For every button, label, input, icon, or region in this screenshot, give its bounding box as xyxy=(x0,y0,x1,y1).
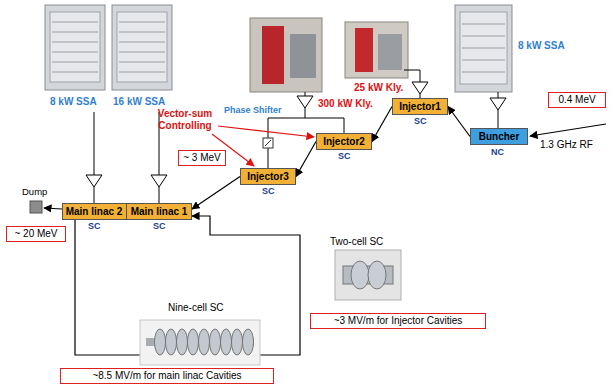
beam-connector xyxy=(192,177,240,210)
beam-connector xyxy=(372,107,392,142)
rf-feed-line xyxy=(159,187,160,203)
node-text: ~3 MV/m for Injector Cavities xyxy=(334,316,463,326)
cavity-cell xyxy=(199,329,210,355)
rf-feed-line xyxy=(305,92,306,96)
annotation-label: 8 kW SSA xyxy=(50,96,97,108)
beam-connector xyxy=(296,142,316,177)
annotation-label: SC xyxy=(338,151,351,161)
cavity-cell xyxy=(221,329,232,355)
rf-input-arrow xyxy=(530,124,606,136)
cavity-cell xyxy=(243,329,254,355)
annotation-label: SC xyxy=(153,221,166,231)
node-text: Injector2 xyxy=(323,137,365,147)
rf-feed-line xyxy=(498,92,499,98)
amplifier-symbol xyxy=(412,82,428,94)
amplifier-symbol xyxy=(151,175,167,187)
annotation-label: SC xyxy=(88,221,101,231)
two-cell-cavity-photo xyxy=(335,250,401,300)
beam-connector xyxy=(448,107,470,137)
annotation-label: SC xyxy=(262,186,275,196)
ssa-rack-photo xyxy=(45,5,105,90)
ssa-rack-photo xyxy=(112,5,172,90)
energy-box: ~ 20 MeV xyxy=(6,226,66,242)
nine-cell-cavity-photo xyxy=(140,320,260,365)
rf-feed-line xyxy=(498,110,499,128)
cavity-cell xyxy=(351,261,369,289)
rack-panel xyxy=(460,12,507,84)
annotation-label: 8 kW SSA xyxy=(518,40,565,52)
phase-shifter-symbol xyxy=(265,140,271,146)
rack-slots xyxy=(52,22,98,72)
cavity-cell xyxy=(368,261,386,289)
node-text: ~ 3 MeV xyxy=(183,153,221,163)
cavity-cell xyxy=(210,329,221,355)
injector-box: Injector3 xyxy=(240,168,296,185)
node-text: Main linac 1 xyxy=(131,207,188,217)
injector-box: Injector1 xyxy=(392,98,448,115)
klystron-body xyxy=(262,26,284,84)
energy-box: 0.4 MeV xyxy=(548,92,606,108)
injector-box: Injector2 xyxy=(316,133,372,150)
klystron-housing xyxy=(290,34,316,78)
node-text: Buncher xyxy=(479,132,520,142)
cavity-cell xyxy=(166,329,177,355)
node-text: Main linac 2 xyxy=(66,207,123,217)
annotation-label: SC xyxy=(414,116,427,126)
rf-feed-line xyxy=(94,187,95,203)
node-text: Injector1 xyxy=(399,102,441,112)
rf-feed-line xyxy=(404,70,420,82)
gradient-box: ~8.5 MV/m for main linac Cavities xyxy=(60,368,274,384)
annotation-label: 1.3 GHz RF xyxy=(540,139,593,151)
ssa-rack-photo xyxy=(455,5,512,92)
node-text: ~ 20 MeV xyxy=(14,229,57,239)
node-text: Injector3 xyxy=(247,172,289,182)
dump-line xyxy=(44,208,62,209)
klystron-photo xyxy=(250,18,322,92)
rack-slots xyxy=(462,24,505,72)
linac-box: Main linac 1 xyxy=(126,203,192,220)
gradient-box: ~3 MV/m for Injector Cavities xyxy=(310,313,486,329)
klystron-body xyxy=(355,28,373,72)
cavity-cell xyxy=(177,329,188,355)
annotation-label: Phase Shifter xyxy=(224,105,282,115)
klystron-photo xyxy=(345,22,408,78)
rack-panel xyxy=(50,12,100,82)
annotation-label: Two-cell SC xyxy=(330,236,383,248)
annotation-label: Dump xyxy=(22,187,47,198)
node-text: 0.4 MeV xyxy=(558,95,595,105)
beam-dump-symbol xyxy=(30,201,42,213)
rack-slots xyxy=(119,22,165,72)
control-arrow xyxy=(218,126,314,137)
annotation-label: 300 kW Kly. xyxy=(318,98,373,110)
klystron-housing xyxy=(378,34,402,70)
amplifier-symbol xyxy=(490,98,506,110)
annotation-label: 25 kW Kly. xyxy=(354,82,403,94)
node-text: ~8.5 MV/m for main linac Cavities xyxy=(92,371,241,381)
annotation-label: 16 kW SSA xyxy=(113,96,165,108)
rack-panel xyxy=(117,12,167,82)
cavity-cell xyxy=(155,329,166,355)
cavity-cell xyxy=(188,329,199,355)
linac-box: Main linac 2 xyxy=(62,203,127,220)
annotation-label: Vector-sum Controlling xyxy=(152,108,218,131)
phase-shifter-symbol xyxy=(263,138,273,148)
rf-feed-line xyxy=(94,112,95,175)
annotation-label: Nine-cell SC xyxy=(168,302,224,314)
amplifier-symbol xyxy=(86,175,102,187)
cavity-cell xyxy=(232,329,243,355)
energy-box: ~ 3 MeV xyxy=(178,150,226,166)
annotation-label: NC xyxy=(491,147,504,157)
buncher-box: Buncher xyxy=(470,128,528,145)
amplifier-symbol xyxy=(297,96,313,108)
